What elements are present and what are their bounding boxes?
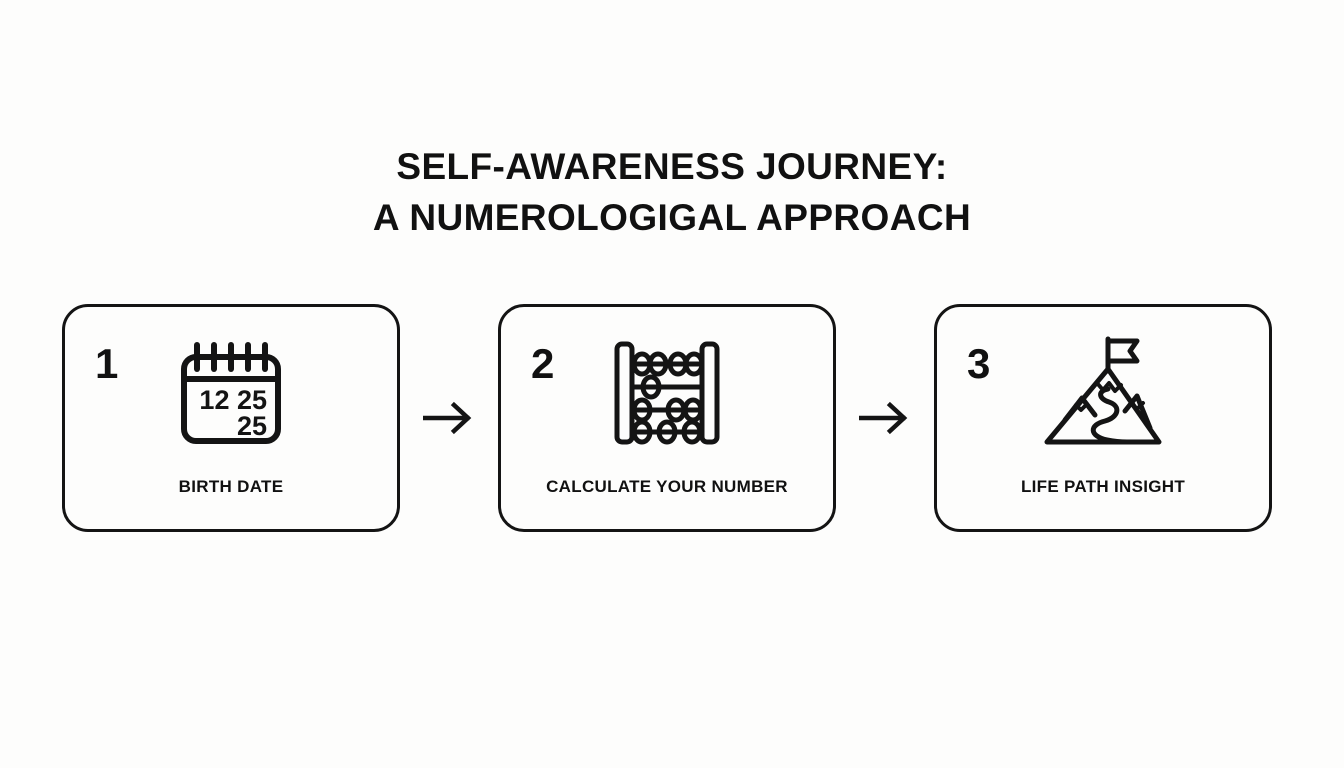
title-line-1: SELF-AWARENESS JOURNEY: — [396, 146, 948, 187]
step-label-life-path-insight: LIFE PATH INSIGHT — [1020, 477, 1186, 496]
step-card-life-path-insight[interactable]: 3 — [934, 304, 1272, 532]
mountain-flag-icon — [937, 336, 1269, 449]
step-card-calculate-number[interactable]: 2 — [498, 304, 836, 532]
calendar-icon: 12 25 25 — [65, 337, 397, 449]
title-line-2: A NUMEROLOGIGAL APPROACH — [372, 197, 972, 238]
calendar-date-line-1: 12 25 — [199, 385, 267, 415]
step-number-2: 2 — [531, 340, 555, 387]
calendar-date-line-2: 25 — [237, 411, 267, 441]
abacus-icon — [501, 337, 833, 449]
step-number-3: 3 — [967, 340, 991, 387]
step-number-1: 1 — [95, 340, 119, 387]
steps-row: 1 12 25 25 BIRTH DA — [62, 304, 1272, 532]
page-title: SELF-AWARENESS JOURNEY: A NUMEROLOGIGAL … — [0, 148, 1344, 236]
step-label-birth-date: BIRTH DATE — [178, 477, 284, 496]
step-card-birth-date[interactable]: 1 12 25 25 BIRTH DA — [62, 304, 400, 532]
arrow-right-icon-2 — [856, 398, 914, 438]
arrow-right-icon-1 — [420, 398, 478, 438]
step-label-calculate-number: CALCULATE YOUR NUMBER — [546, 477, 788, 496]
